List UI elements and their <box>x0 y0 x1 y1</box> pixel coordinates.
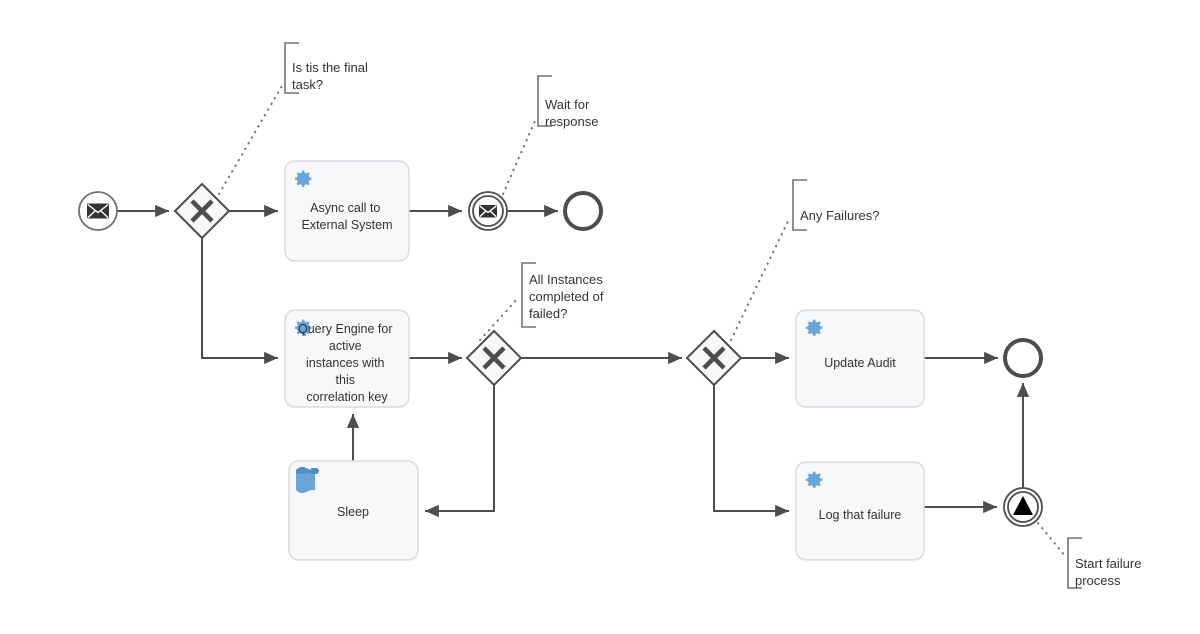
task-update-audit[interactable]: Update Audit <box>795 309 925 408</box>
gear-icon <box>805 319 823 337</box>
end-event-audit[interactable] <box>1003 338 1043 378</box>
task-log-failure-label: Log that failure <box>819 508 902 522</box>
annotation-any-failures-label: Any Failures? <box>800 208 879 223</box>
annotation-all-instances-label: All Instances completed of failed? <box>529 272 607 321</box>
annotation-any-failures[interactable]: Any Failures? <box>792 179 879 231</box>
assoc-wait-response[interactable] <box>502 120 536 195</box>
exclusive-x-icon <box>702 346 726 370</box>
gateway-all-instances[interactable] <box>465 329 523 387</box>
envelope-icon <box>87 203 109 219</box>
exclusive-x-icon <box>482 346 506 370</box>
annotation-bracket <box>1067 537 1082 589</box>
gateway-any-failures[interactable] <box>685 329 743 387</box>
annotation-final-task-label: Is tis the final task? <box>292 60 372 92</box>
annotation-wait-response[interactable]: Wait for response <box>537 75 598 129</box>
task-log-failure-shape[interactable] <box>795 461 925 561</box>
task-sleep-label: Sleep <box>337 505 369 519</box>
task-log-failure[interactable]: Log that failure <box>795 461 925 561</box>
gear-icon <box>294 319 312 337</box>
exclusive-x-icon <box>190 199 214 223</box>
end-event-top-shape[interactable] <box>563 191 603 231</box>
task-query-engine[interactable]: Query Engine for active instances with t… <box>284 309 410 408</box>
assoc-start-failure[interactable] <box>1037 522 1066 557</box>
flow-gw3-to-log[interactable] <box>713 384 790 518</box>
task-query-engine-label: Query Engine for active instances with t… <box>298 322 396 404</box>
annotation-final-task[interactable]: Is tis the final task? <box>284 42 372 94</box>
annotation-bracket <box>537 75 552 127</box>
annotation-bracket <box>521 262 536 328</box>
flow-gw2-to-sleep[interactable] <box>424 384 495 518</box>
envelope-icon <box>479 205 497 218</box>
end-event-top[interactable] <box>563 191 603 231</box>
annotation-bracket <box>792 179 807 231</box>
escalation-end-event[interactable] <box>1003 487 1043 527</box>
script-icon <box>296 466 319 494</box>
annotation-all-instances[interactable]: All Instances completed of failed? <box>521 262 607 328</box>
task-sleep-shape[interactable] <box>288 460 419 561</box>
assoc-all-instances[interactable] <box>479 296 520 341</box>
task-query-engine-shape[interactable] <box>284 309 410 408</box>
message-start-event[interactable] <box>78 191 118 231</box>
task-update-audit-shape[interactable] <box>795 309 925 408</box>
gear-icon <box>805 471 823 489</box>
intermediate-message-catch-event[interactable] <box>468 191 508 231</box>
annotation-bracket <box>284 42 299 94</box>
task-update-audit-label: Update Audit <box>824 356 896 370</box>
gear-icon <box>294 170 312 188</box>
end-event-audit-shape[interactable] <box>1003 338 1043 378</box>
gateway-final-task[interactable] <box>173 182 231 240</box>
assoc-any-failures[interactable] <box>730 216 791 341</box>
task-async-call[interactable]: Async call to External System <box>284 160 410 262</box>
task-async-call-shape[interactable] <box>284 160 410 262</box>
task-async-call-label: Async call to External System <box>301 201 392 232</box>
assoc-final-task[interactable] <box>218 85 283 195</box>
annotation-wait-response-label: Wait for response <box>545 97 598 129</box>
annotation-start-failure[interactable]: Start failure process <box>1067 537 1145 589</box>
flow-gw1-to-query[interactable] <box>201 237 279 365</box>
annotation-start-failure-label: Start failure process <box>1075 556 1145 588</box>
associations <box>218 85 1066 557</box>
task-sleep[interactable]: Sleep <box>288 460 419 561</box>
sequence-flows <box>116 204 1030 518</box>
triangle-icon <box>1013 496 1033 515</box>
